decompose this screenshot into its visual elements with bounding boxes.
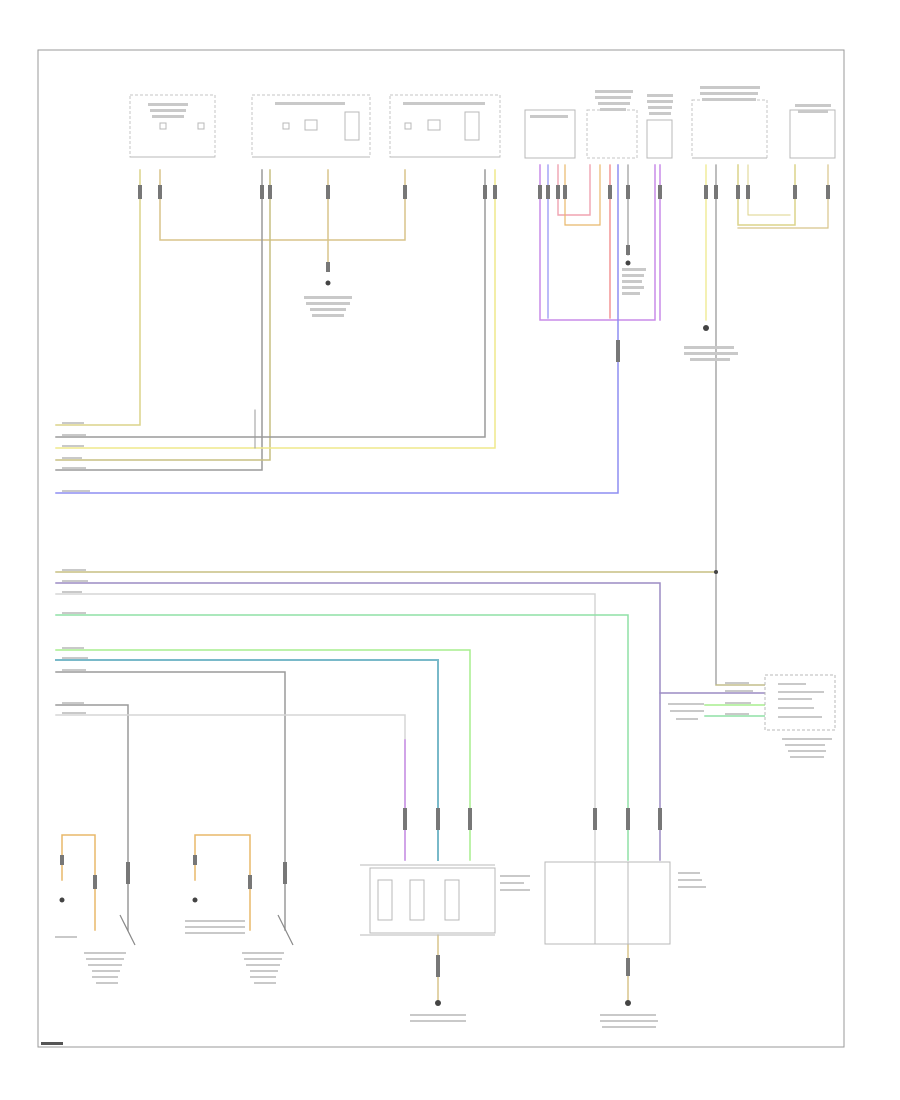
component-symbol — [377, 879, 393, 921]
component-box-10 — [544, 861, 671, 945]
ground-point — [325, 280, 331, 286]
ground-point — [435, 1000, 441, 1006]
component-symbol — [427, 119, 441, 131]
component-symbol — [197, 122, 205, 130]
component-symbol — [344, 111, 360, 141]
switch-symbol — [277, 914, 294, 946]
component-symbol — [282, 122, 290, 130]
wire-orange-03 — [194, 834, 251, 931]
connector-marks — [60, 185, 830, 977]
wire-gray-06 — [55, 671, 286, 931]
ground-point — [59, 897, 65, 903]
ground-point — [192, 897, 198, 903]
wire-orange-02 — [61, 834, 96, 931]
wire-purple-02 — [55, 582, 661, 861]
wire-teal-01 — [55, 659, 439, 861]
wire-orange-01 — [564, 164, 601, 226]
wire-lightyellow-01 — [55, 169, 496, 449]
wire-tan-03 — [737, 164, 829, 229]
component-box-07 — [691, 99, 768, 159]
wire-pink-01 — [557, 164, 591, 216]
component-box-05 — [586, 109, 638, 159]
splice-point — [714, 570, 718, 574]
ground-point — [625, 260, 631, 266]
components — [119, 94, 836, 946]
component-symbol — [304, 119, 318, 131]
component-symbol — [444, 879, 460, 921]
wire-gray-07 — [55, 704, 129, 931]
wire-white-02 — [55, 714, 406, 861]
wire-gray-05 — [715, 164, 766, 686]
wire-gray-02 — [55, 169, 486, 438]
component-symbol — [409, 879, 425, 921]
wire-lightgreen-01 — [55, 649, 471, 861]
component-box-01 — [129, 94, 216, 158]
wire-olive-01 — [55, 169, 271, 461]
switch-symbol — [119, 914, 136, 946]
component-symbol — [159, 122, 167, 130]
wire-yellow-01 — [55, 169, 141, 426]
wire-tan-01 — [159, 169, 406, 241]
wire-blue-02 — [55, 164, 619, 494]
ground-point — [625, 1000, 631, 1006]
component-box-08 — [789, 109, 836, 159]
wire-green-01 — [55, 614, 629, 861]
component-symbol — [404, 122, 412, 130]
wire-purple-01 — [539, 164, 656, 321]
faint-label-marks — [41, 86, 832, 1045]
ground-points — [59, 260, 718, 1006]
diagram-frame — [37, 49, 845, 1048]
ground-point — [703, 325, 709, 331]
component-box-06 — [646, 119, 673, 159]
component-symbol — [464, 111, 480, 141]
wire-gray-01 — [55, 169, 263, 471]
wire-yellow-03 — [747, 164, 791, 216]
wire-white-01 — [55, 593, 596, 861]
